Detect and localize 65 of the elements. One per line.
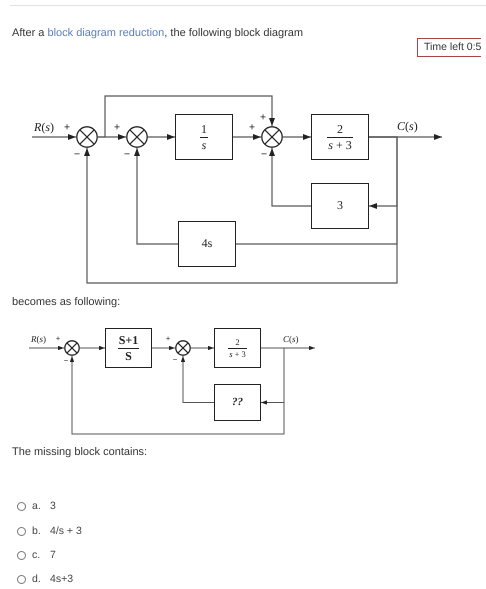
signal-label: C(s) [283, 335, 299, 345]
signal-arrow [80, 346, 106, 350]
reference-link: block diagram reduction [47, 27, 164, 39]
option-text: 7 [50, 549, 56, 561]
numerator: 2 [234, 338, 241, 346]
gain-text: 4s [202, 237, 212, 251]
summing-junction [126, 126, 148, 148]
signal-arrow [269, 148, 311, 207]
option-letter: b. [32, 525, 41, 537]
signal-label: R(s) [31, 335, 46, 345]
numerator: 2 [336, 122, 344, 136]
signal-arrow [32, 134, 76, 140]
sign-label: + [166, 335, 170, 343]
option-letter: c. [32, 549, 40, 561]
option-text: 4/s + 3 [50, 525, 82, 537]
sign-label: − [124, 150, 130, 160]
option-text: 3 [50, 500, 56, 512]
gain-text: 3 [337, 199, 343, 213]
summing-junction [261, 126, 283, 148]
signal-arrow [70, 348, 284, 434]
sign-label: − [74, 150, 80, 160]
sign-label: + [260, 112, 266, 124]
function-block [105, 328, 152, 368]
sign-label: + [114, 122, 120, 134]
signal-arrow [148, 134, 175, 140]
sign-label: − [260, 150, 268, 160]
denominator: S [124, 350, 133, 362]
gain-text: ?? [232, 396, 243, 409]
signal-arrow [134, 148, 178, 245]
signal-arrow [283, 134, 311, 140]
sign-label: + [56, 335, 60, 343]
function-block [214, 328, 261, 368]
signal-arrow [233, 134, 261, 140]
denominator: s + 3 [327, 138, 353, 152]
body-text: becomes as following: [12, 296, 120, 309]
summing-junction [175, 340, 191, 356]
function-block [178, 221, 236, 267]
signal-arrow [84, 136, 398, 284]
summing-junction [64, 340, 80, 356]
signal-arrow [152, 346, 176, 350]
numerator: S+1 [118, 334, 140, 346]
denominator: s [200, 138, 208, 152]
time-left-indicator: Time left 0:5 [417, 38, 482, 57]
sign-label: + [64, 122, 70, 134]
signal-arrow [98, 95, 275, 138]
function-block [214, 384, 261, 421]
signal-label: C(s) [397, 120, 418, 134]
signal-arrow [180, 356, 214, 403]
body-text: The missing block contains: [12, 446, 148, 459]
option-text: 4s+3 [50, 573, 74, 585]
numerator: 1 [200, 122, 208, 136]
denominator: s + 3 [228, 350, 247, 358]
signal-arrow [28, 346, 64, 350]
function-block [175, 114, 233, 160]
question-text: After a block diagram reduction, the following block diagram [12, 27, 304, 40]
function-block [311, 183, 369, 229]
summing-junction [76, 126, 98, 148]
option-letter: d. [32, 573, 41, 585]
sign-label: + [248, 122, 256, 134]
option-letter: a. [32, 500, 41, 512]
sign-label: − [64, 357, 68, 365]
signal-arrow [190, 346, 214, 350]
function-block [311, 114, 369, 160]
sign-label: − [172, 356, 178, 364]
signal-label: R(s) [34, 121, 54, 134]
